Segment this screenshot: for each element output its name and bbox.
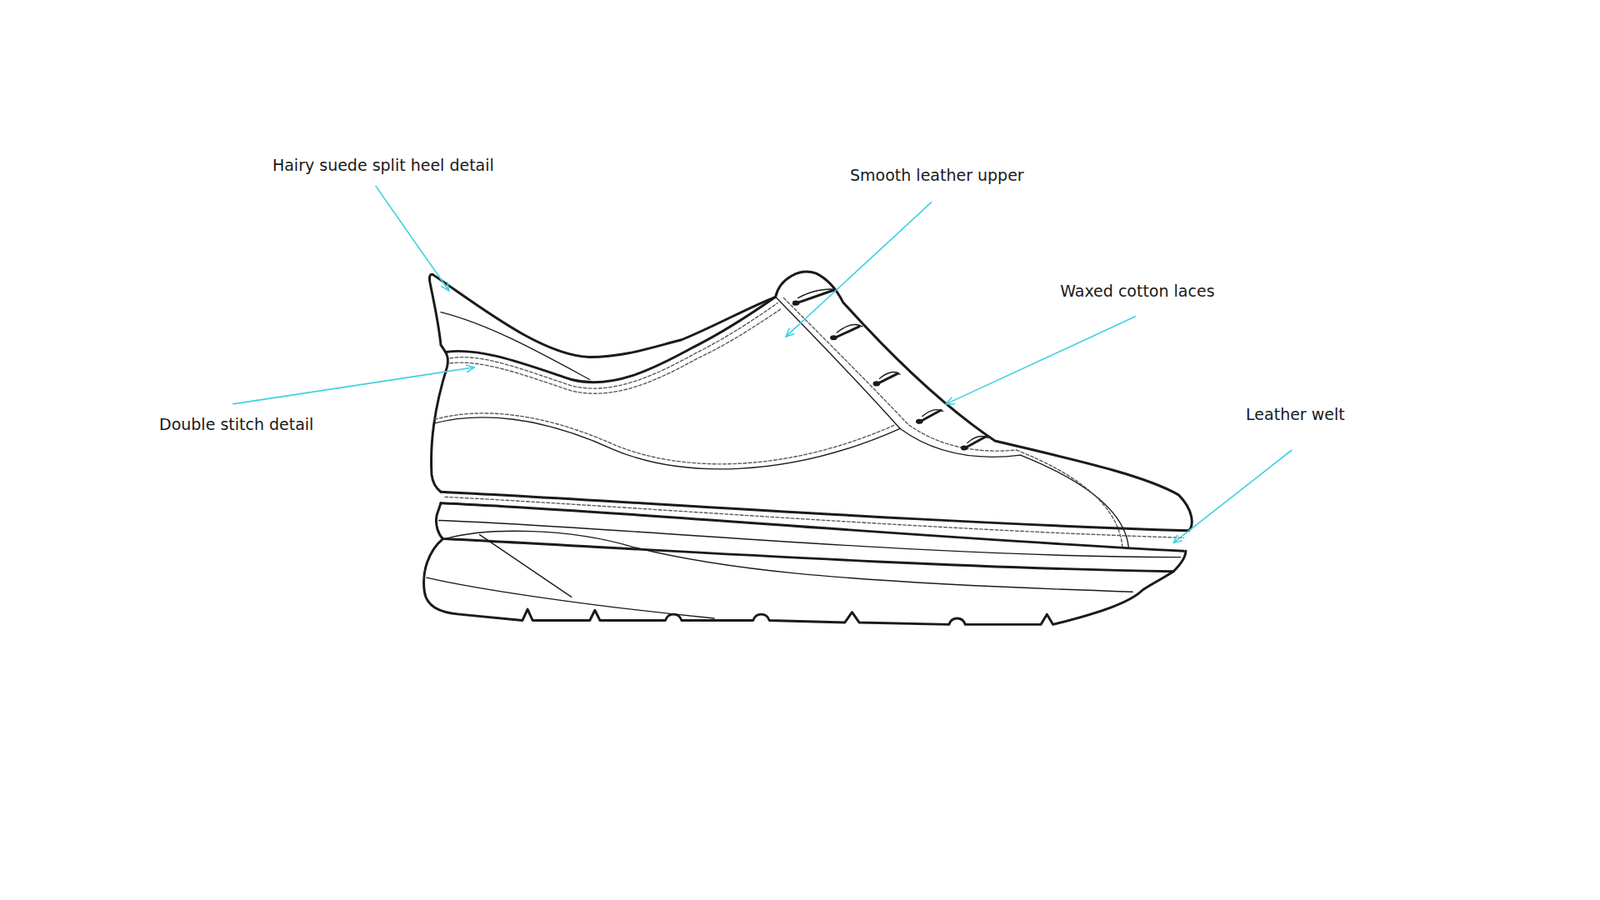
leader-line	[785, 201, 932, 337]
leader-lines	[232, 185, 1292, 544]
leader-line	[375, 185, 450, 291]
part-label: Hairy suede split heel detail	[272, 155, 495, 175]
leader-line	[1173, 450, 1292, 543]
part-label: Waxed cotton laces	[1060, 281, 1215, 301]
part-label: Double stitch detail	[159, 415, 314, 435]
leader-line	[232, 367, 475, 405]
shoe-drawing	[424, 271, 1193, 625]
part-label: Leather welt	[1245, 405, 1345, 425]
part-label: Smooth leather upper	[850, 165, 1025, 185]
leader-line	[945, 316, 1136, 405]
